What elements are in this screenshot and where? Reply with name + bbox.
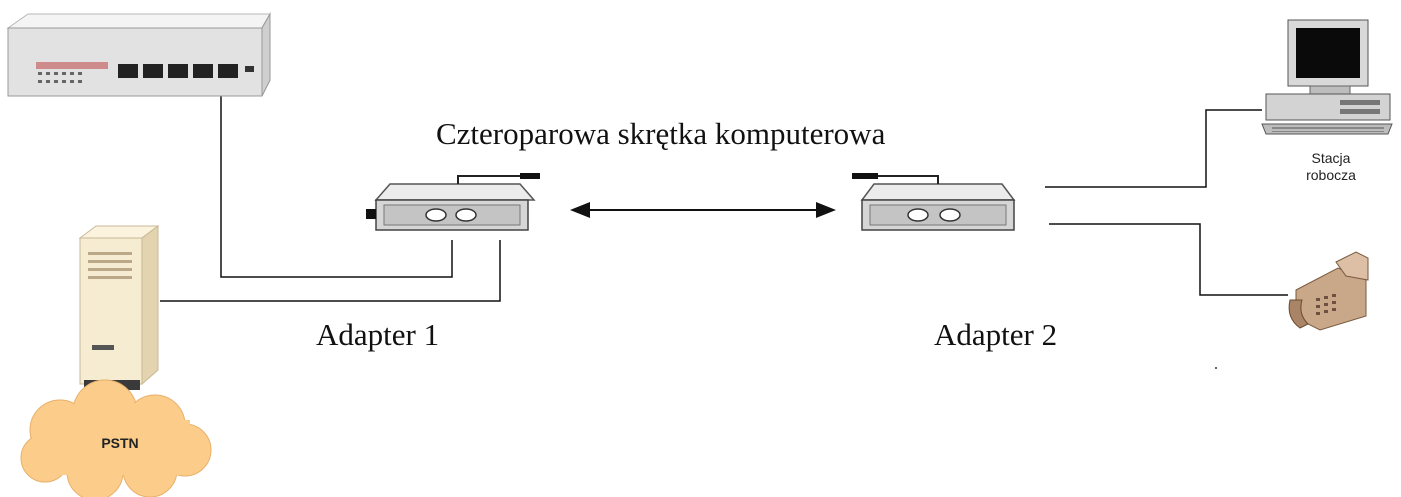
adapter2-to-workstation-line (1045, 109, 1262, 188)
stray-dot (1215, 367, 1217, 369)
switch-to-adapter1-line (220, 95, 453, 278)
adapter2-label: Adapter 2 (934, 317, 1058, 352)
adapter1-label: Adapter 1 (316, 317, 440, 352)
adapter2-to-phone-line (1049, 223, 1288, 296)
adapter2-icon (852, 173, 1016, 231)
arrow-left-head (570, 202, 590, 218)
server-tower-icon (78, 225, 160, 390)
workstation-label-line1: Stacja (1311, 150, 1351, 166)
workstation-label-line2: robocza (1306, 167, 1356, 183)
pstn-cloud-icon (20, 379, 212, 497)
cable-arrow (570, 202, 836, 218)
workstation-label: Stacja robocza (1296, 150, 1366, 184)
network-switch-icon (6, 12, 271, 97)
computer-icon (1261, 19, 1393, 135)
adapter1-icon (366, 173, 540, 231)
connection-lines (160, 95, 1288, 302)
fax-phone-icon (1288, 251, 1369, 331)
cable-label: Czteroparowa skrętka komputerowa (436, 116, 886, 151)
server-to-adapter1-line (160, 240, 501, 302)
pstn-label: PSTN (101, 435, 139, 451)
arrow-right-head (816, 202, 836, 218)
